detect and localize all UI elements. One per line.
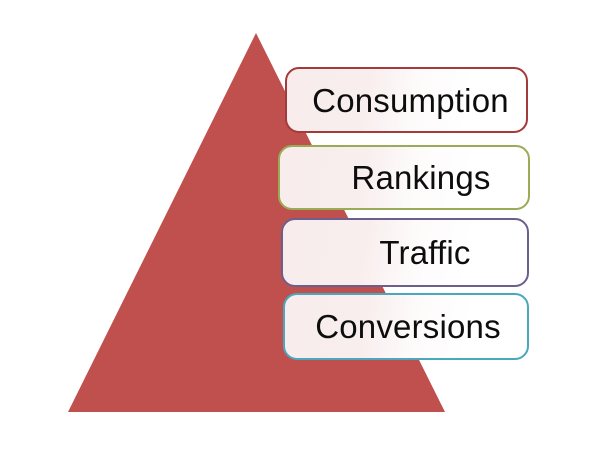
stage-box-rankings[interactable]: Rankings	[278, 145, 530, 210]
stage-label-rankings: Rankings	[351, 159, 491, 196]
stage-box-conversions[interactable]: Conversions	[283, 293, 529, 360]
stage-box-traffic[interactable]: Traffic	[281, 218, 529, 287]
stage-label-traffic: Traffic	[379, 234, 471, 271]
stage-label-consumption: Consumption	[312, 81, 509, 119]
stage-box-consumption[interactable]: Consumption	[285, 67, 528, 133]
stage-label-conversions: Conversions	[315, 308, 501, 345]
